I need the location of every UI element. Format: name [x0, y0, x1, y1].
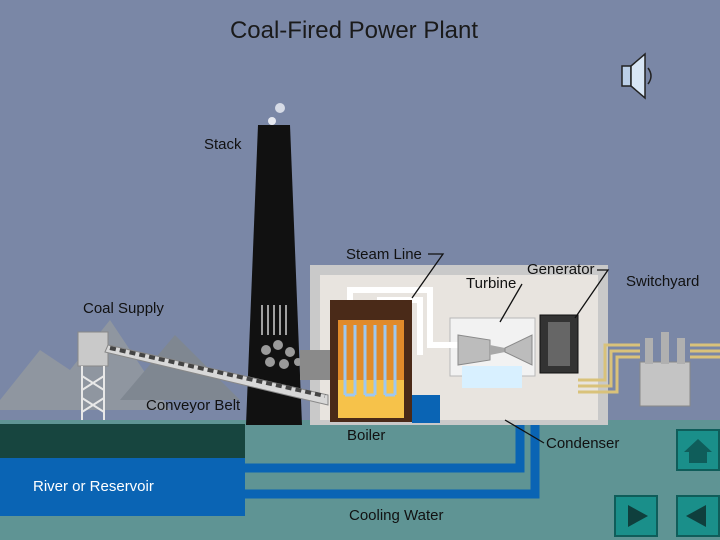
- conveyor-belt: [104, 344, 329, 406]
- turbine: [457, 334, 533, 366]
- switchyard: [639, 332, 691, 407]
- label-steam-line: Steam Line: [346, 246, 422, 263]
- duct: [300, 350, 330, 380]
- label-condenser: Condenser: [546, 435, 619, 452]
- stack: [246, 103, 330, 425]
- label-cooling-water: Cooling Water: [349, 507, 443, 524]
- home-icon: [684, 439, 712, 463]
- coal-supply: [77, 331, 109, 420]
- label-switchyard: Switchyard: [626, 273, 699, 290]
- next-button[interactable]: [614, 495, 658, 537]
- condenser-tank: [462, 366, 522, 388]
- play-left-icon: [686, 505, 706, 527]
- boiler: [330, 300, 412, 422]
- play-right-icon: [628, 505, 648, 527]
- generator: [539, 314, 579, 374]
- prev-button[interactable]: [676, 495, 720, 537]
- label-river-or-reservoir: River or Reservoir: [33, 478, 154, 495]
- label-stack: Stack: [204, 136, 242, 153]
- earth-bank: [0, 424, 245, 458]
- transmission-lines: [578, 343, 720, 394]
- river-or-reservoir: [0, 458, 245, 516]
- label-conveyor-belt: Conveyor Belt: [146, 397, 241, 414]
- label-coal-supply: Coal Supply: [83, 300, 164, 317]
- leader-lines: [411, 253, 610, 444]
- home-button[interactable]: [676, 429, 720, 471]
- page-title: Coal-Fired Power Plant: [230, 17, 478, 44]
- speaker-icon[interactable]: [621, 52, 652, 100]
- cooling-water-pipes: [245, 408, 540, 499]
- label-boiler: Boiler: [347, 427, 385, 444]
- condenser-box: [412, 395, 440, 423]
- label-generator: Generator: [527, 261, 595, 278]
- label-turbine: Turbine: [466, 275, 516, 292]
